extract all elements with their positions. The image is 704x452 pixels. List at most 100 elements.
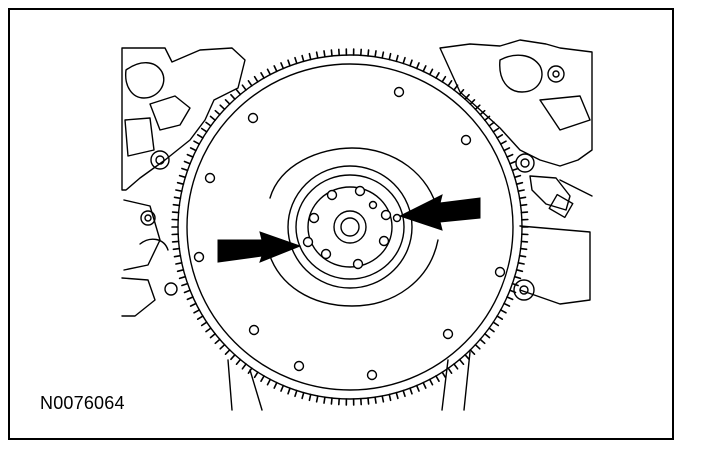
gear-tooth bbox=[503, 147, 511, 152]
gear-tooth bbox=[388, 52, 392, 61]
gear-tooth bbox=[294, 56, 298, 65]
gear-tooth bbox=[458, 358, 465, 366]
gear-tooth bbox=[496, 315, 504, 321]
gear-tooth bbox=[520, 211, 529, 214]
gear-tooth bbox=[172, 203, 181, 207]
gear-tooth bbox=[183, 289, 191, 294]
engine-block-left bbox=[121, 47, 246, 317]
gear-tooth bbox=[499, 309, 507, 314]
gear-tooth bbox=[518, 254, 527, 258]
gear-tooth bbox=[235, 89, 242, 96]
gear-tooth bbox=[173, 254, 182, 258]
gear-tooth bbox=[515, 181, 524, 185]
gear-tooth bbox=[196, 134, 204, 139]
gear-tooth bbox=[513, 275, 522, 280]
gear-tooth bbox=[200, 321, 208, 327]
gear-tooth bbox=[186, 296, 194, 301]
gear-tooth bbox=[381, 51, 385, 59]
gear-tooth bbox=[178, 174, 187, 179]
gear-tooth bbox=[209, 332, 216, 339]
gear-tooth bbox=[266, 68, 272, 76]
gear-tooth bbox=[193, 309, 201, 314]
gear-tooth bbox=[205, 327, 212, 333]
gear-tooth bbox=[200, 127, 208, 133]
gear-tooth bbox=[189, 302, 197, 307]
gear-tooth bbox=[511, 167, 519, 172]
gear-tooth bbox=[517, 261, 525, 265]
gear-tooth bbox=[503, 302, 511, 307]
gear-tooth bbox=[189, 147, 197, 152]
gear-tooth bbox=[367, 49, 370, 57]
gear-tooth bbox=[415, 62, 420, 70]
gear-tooth bbox=[402, 389, 406, 398]
gear-tooth bbox=[447, 80, 453, 87]
gear-tooth bbox=[294, 389, 298, 398]
arrow-left-icon bbox=[217, 231, 302, 263]
gear-tooth bbox=[183, 160, 191, 165]
gear-tooth bbox=[280, 384, 285, 392]
figure-id-label: N0076064 bbox=[40, 393, 125, 413]
gear-tooth bbox=[209, 115, 216, 121]
gear-tooth bbox=[474, 343, 481, 350]
gear-tooth bbox=[435, 72, 440, 79]
gear-tooth bbox=[287, 59, 291, 67]
gear-tooth bbox=[395, 54, 399, 63]
gear-tooth bbox=[260, 72, 265, 79]
gear-tooth bbox=[315, 51, 319, 59]
gear-tooth bbox=[374, 50, 377, 58]
gear-tooth bbox=[422, 65, 427, 73]
gear-tooth bbox=[241, 84, 247, 91]
gear-tooth bbox=[458, 89, 465, 96]
engine-block-right bbox=[439, 39, 593, 305]
gear-tooth bbox=[506, 153, 514, 158]
gear-tooth bbox=[409, 387, 413, 395]
gear-tooth bbox=[492, 321, 500, 327]
gear-tooth bbox=[196, 315, 204, 321]
gear-tooth bbox=[308, 52, 312, 61]
crankshaft-pilot bbox=[333, 210, 367, 244]
gear-tooth bbox=[381, 395, 385, 403]
gear-tooth bbox=[474, 104, 481, 111]
gear-tooth bbox=[214, 109, 221, 116]
arrow-right-icon bbox=[398, 194, 481, 231]
gear-tooth bbox=[175, 189, 183, 192]
gear-tooth bbox=[488, 327, 495, 333]
gear-tooth bbox=[171, 240, 180, 243]
gear-tooth bbox=[453, 84, 459, 91]
gear-tooth bbox=[241, 363, 247, 370]
gear-tooth bbox=[518, 196, 527, 200]
gear-tooth bbox=[435, 375, 440, 383]
gear-tooth bbox=[178, 275, 187, 280]
gear-tooth bbox=[488, 121, 495, 127]
gear-tooth bbox=[235, 358, 242, 366]
gear-tooth bbox=[224, 349, 231, 356]
gear-tooth bbox=[492, 127, 500, 133]
gear-tooth bbox=[247, 80, 253, 87]
flywheel-hub-rings bbox=[267, 147, 439, 307]
gear-tooth bbox=[520, 240, 529, 243]
gear-tooth bbox=[287, 387, 291, 395]
gear-tooth bbox=[388, 393, 392, 402]
gear-tooth bbox=[402, 56, 406, 65]
gear-tooth bbox=[469, 349, 476, 356]
gear-tooth bbox=[506, 296, 514, 301]
gear-tooth bbox=[171, 211, 180, 214]
callout-arrows bbox=[217, 194, 481, 263]
gear-tooth bbox=[428, 378, 434, 386]
flywheel-outer-holes bbox=[193, 86, 506, 381]
gear-tooth bbox=[181, 282, 189, 287]
gear-tooth bbox=[479, 338, 486, 345]
crankshaft-bolt-holes bbox=[302, 185, 402, 270]
gear-tooth bbox=[441, 371, 447, 379]
gear-tooth bbox=[266, 378, 272, 386]
gear-tooth bbox=[253, 371, 259, 379]
gear-tooth bbox=[496, 134, 504, 139]
gear-tooth bbox=[301, 391, 305, 400]
gear-tooth bbox=[273, 381, 278, 389]
gear-tooth bbox=[224, 99, 231, 105]
gear-tooth bbox=[409, 59, 413, 67]
gear-tooth bbox=[280, 62, 285, 70]
gear-tooth bbox=[230, 353, 236, 361]
flywheel-ring-gear bbox=[171, 48, 529, 406]
gear-tooth bbox=[515, 268, 524, 273]
